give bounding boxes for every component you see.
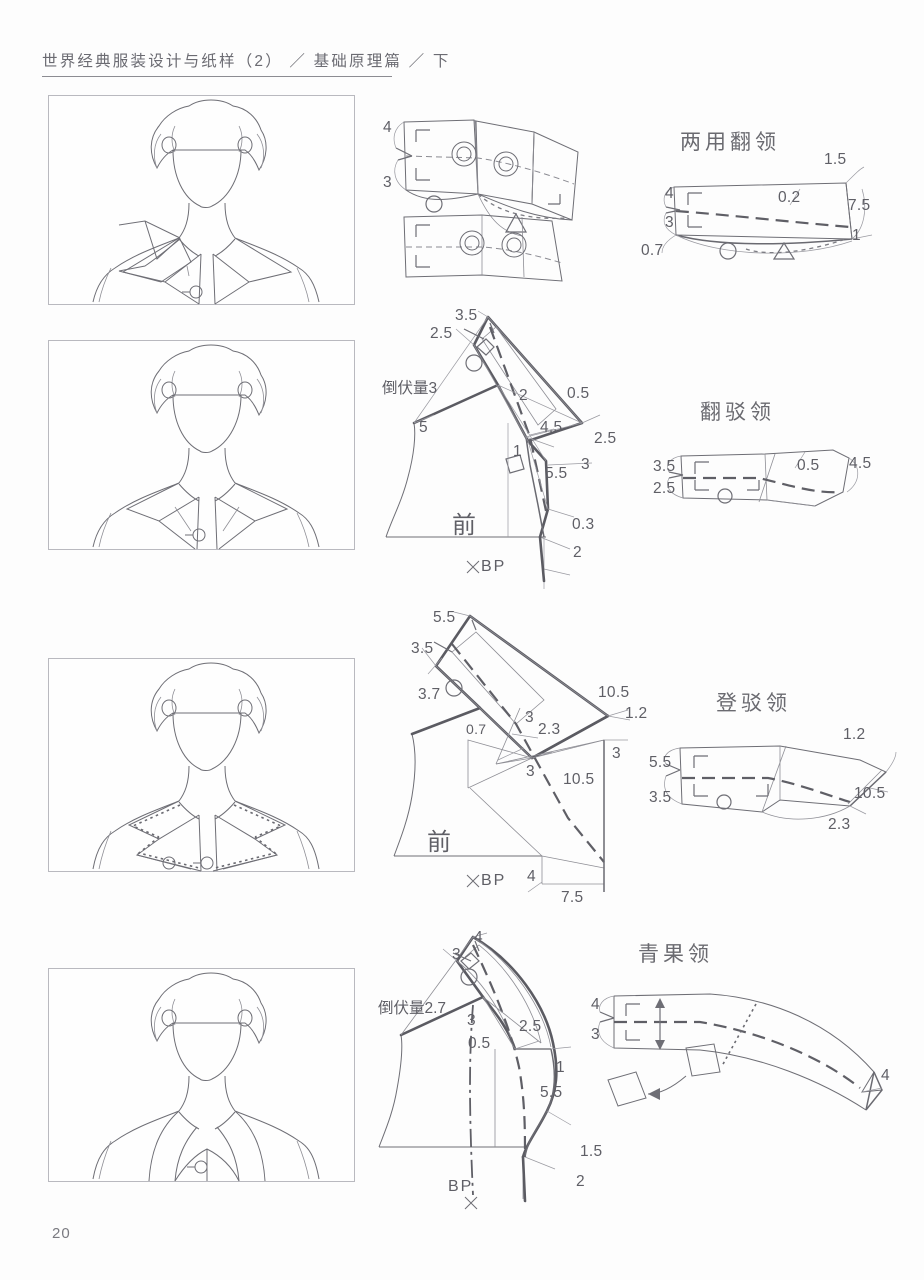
draft-label: 0.5 [468, 1035, 491, 1052]
draft-label: 3 [467, 1012, 476, 1029]
draft-label: 10.5 [563, 771, 595, 788]
pattern-label: 7.5 [848, 197, 871, 214]
pattern-label: 4 [665, 185, 674, 202]
draft-label: 3.5 [411, 640, 434, 657]
pattern-label: 4.5 [849, 455, 872, 472]
pattern-label: 5.5 [649, 754, 672, 771]
pattern-label: 4 [881, 1067, 890, 1084]
draft-label: 2.5 [430, 325, 453, 342]
draft-convertible-upper [382, 108, 602, 288]
section-title-shawl: 青果领 [638, 943, 713, 966]
bp-label: BP [481, 558, 507, 575]
draft-label: 2.5 [594, 430, 617, 447]
illustration-frame-shawl [48, 968, 355, 1182]
pattern-notched [655, 440, 885, 530]
draft-label: 3.5 [455, 307, 478, 324]
front-label: 前 [427, 829, 453, 856]
pattern-label: 3.5 [653, 458, 676, 475]
draft-shawl [375, 925, 625, 1210]
pattern-label: 10.5 [854, 785, 886, 802]
pattern-label: 2.3 [828, 816, 851, 833]
notched-lapel-figure [92, 344, 320, 550]
header-title: 世界经典服装设计与纸样（2） ／ 基础原理篇 ／ 下 [42, 53, 451, 70]
pattern-label: 0.5 [797, 457, 820, 474]
bp-cross-icon [466, 560, 480, 574]
draft-label: 2.3 [538, 721, 561, 738]
pattern-label: 3 [665, 214, 674, 231]
pattern-peaked [650, 730, 900, 840]
bp-cross-icon [464, 1196, 478, 1210]
pattern-shawl [590, 980, 900, 1115]
draft-label: 7.5 [561, 889, 584, 906]
draft-label: 5 [419, 419, 428, 436]
section-title-convertible: 两用翻领 [680, 131, 780, 154]
pattern-label: 4 [591, 996, 600, 1013]
draft-notched [378, 305, 628, 590]
draft-label: 3 [452, 946, 461, 963]
draft-label: 3 [612, 745, 621, 762]
pattern-label: 0.7 [641, 242, 664, 259]
draft-label: 5.5 [545, 465, 568, 482]
draft-label: 5.5 [540, 1084, 563, 1101]
bp-label: BP [481, 872, 507, 889]
pattern-label: 1.2 [843, 726, 866, 743]
draft-label: 3 [525, 709, 534, 726]
bp-label: BP [448, 1178, 474, 1195]
pattern-label: 3.5 [649, 789, 672, 806]
pattern-label: 0.2 [778, 189, 801, 206]
draft-label: 2.5 [519, 1018, 542, 1035]
draft-label: 3 [526, 763, 535, 780]
pattern-label: 3 [591, 1026, 600, 1043]
pattern-label: 1 [852, 227, 861, 244]
illustration-frame-convertible [48, 95, 355, 305]
draft-label: 1.5 [580, 1143, 603, 1160]
bp-cross-icon [466, 874, 480, 888]
draft-label: 1 [556, 1059, 565, 1076]
draft-label: 10.5 [598, 684, 630, 701]
draft-label: 3 [581, 456, 590, 473]
pattern-label: 2.5 [653, 480, 676, 497]
draft-peaked [392, 600, 650, 908]
draft-label: 2 [519, 387, 528, 404]
draft-label: 4.5 [540, 419, 563, 436]
draft-label: 5.5 [433, 609, 456, 626]
illustration-frame-notched [48, 340, 355, 550]
pattern-convertible [650, 165, 890, 280]
fall-amount-label: 倒伏量3 [382, 380, 438, 397]
draft-label: 4 [383, 119, 392, 136]
draft-label: 0.7 [466, 721, 487, 737]
draft-label: 3 [383, 174, 392, 191]
draft-label: 1.2 [625, 705, 648, 722]
peaked-lapel-figure [92, 662, 320, 872]
draft-label: 2 [573, 544, 582, 561]
header-underline [42, 76, 392, 77]
pattern-label: 1.5 [824, 151, 847, 168]
draft-label: 4 [474, 929, 483, 946]
draft-convertible-lower [382, 205, 602, 305]
convertible-collar-figure [92, 99, 320, 305]
draft-label: 3.7 [418, 686, 441, 703]
section-title-notched: 翻驳领 [700, 401, 775, 424]
draft-label: 0.3 [572, 516, 595, 533]
draft-label: 2 [576, 1173, 585, 1190]
page-header: 世界经典服装设计与纸样（2） ／ 基础原理篇 ／ 下 [42, 52, 642, 82]
draft-label: 0.5 [567, 385, 590, 402]
fall-amount-label: 倒伏量2.7 [378, 1000, 447, 1017]
draft-label: 1 [513, 443, 522, 460]
page-number: 20 [52, 1225, 71, 1242]
section-title-peaked: 登驳领 [716, 692, 791, 715]
front-label: 前 [452, 512, 478, 539]
illustration-frame-peaked [48, 658, 355, 872]
shawl-collar-figure [92, 972, 320, 1182]
draft-label: 4 [527, 868, 536, 885]
